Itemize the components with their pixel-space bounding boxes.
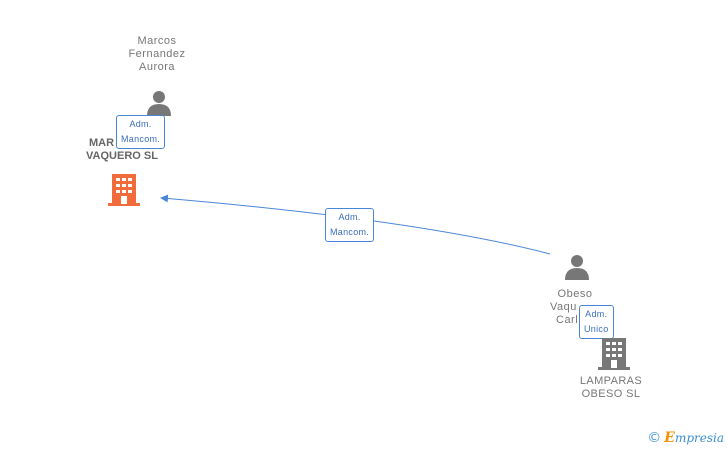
person-icon[interactable] xyxy=(145,88,173,116)
role-badge-middle[interactable]: Adm. Mancom. xyxy=(325,208,375,242)
person-icon[interactable] xyxy=(563,252,591,280)
person-right-label: Obeso Vaqu Carl xyxy=(550,288,593,326)
brand-logo: ©Empresia xyxy=(647,430,724,446)
company-right-label: LAMPARAS OBESO SL xyxy=(579,375,643,400)
role-badge-right[interactable]: Adm. Unico xyxy=(579,305,614,339)
building-icon-gray[interactable] xyxy=(598,336,630,370)
person-top-label: Marcos Fernandez Aurora xyxy=(128,35,186,73)
company-left-label: MAR VAQUERO SL xyxy=(86,137,158,162)
building-icon-orange[interactable] xyxy=(108,172,140,206)
role-badge-top[interactable]: Adm. Mancom. xyxy=(116,115,166,149)
copyright-icon: © xyxy=(647,430,662,446)
edge-obeso-to-company xyxy=(160,194,551,255)
